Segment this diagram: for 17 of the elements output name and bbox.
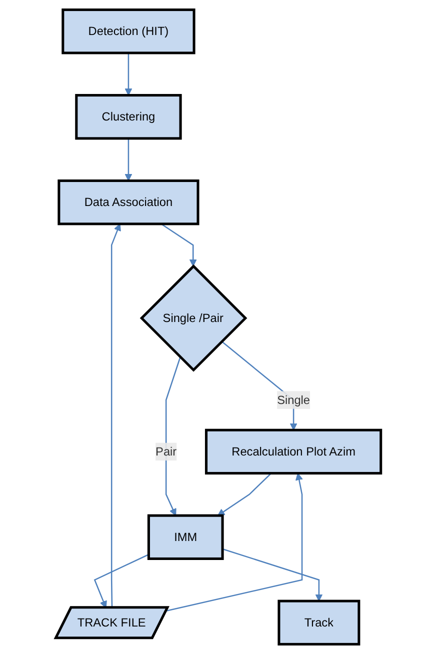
arrow bbox=[110, 224, 121, 608]
arrow bbox=[165, 356, 181, 516]
arrow bbox=[222, 548, 322, 602]
edge-label: Single bbox=[276, 392, 310, 406]
node-box: Data Association bbox=[57, 179, 199, 226]
node-box: Clustering bbox=[74, 94, 182, 140]
arrow bbox=[124, 138, 132, 182]
edge-label: Pair bbox=[155, 444, 176, 458]
arrow bbox=[166, 472, 302, 612]
node-box: Detection (HIT) bbox=[61, 8, 195, 54]
node-box: Recalculation Plot Azim bbox=[204, 428, 382, 475]
node-box: IMM bbox=[147, 514, 224, 560]
arrow bbox=[124, 52, 132, 96]
arrow bbox=[217, 472, 272, 516]
node-box: Track bbox=[277, 600, 360, 646]
arrow bbox=[160, 223, 196, 267]
node-diamond: Single /Pair bbox=[140, 264, 247, 372]
